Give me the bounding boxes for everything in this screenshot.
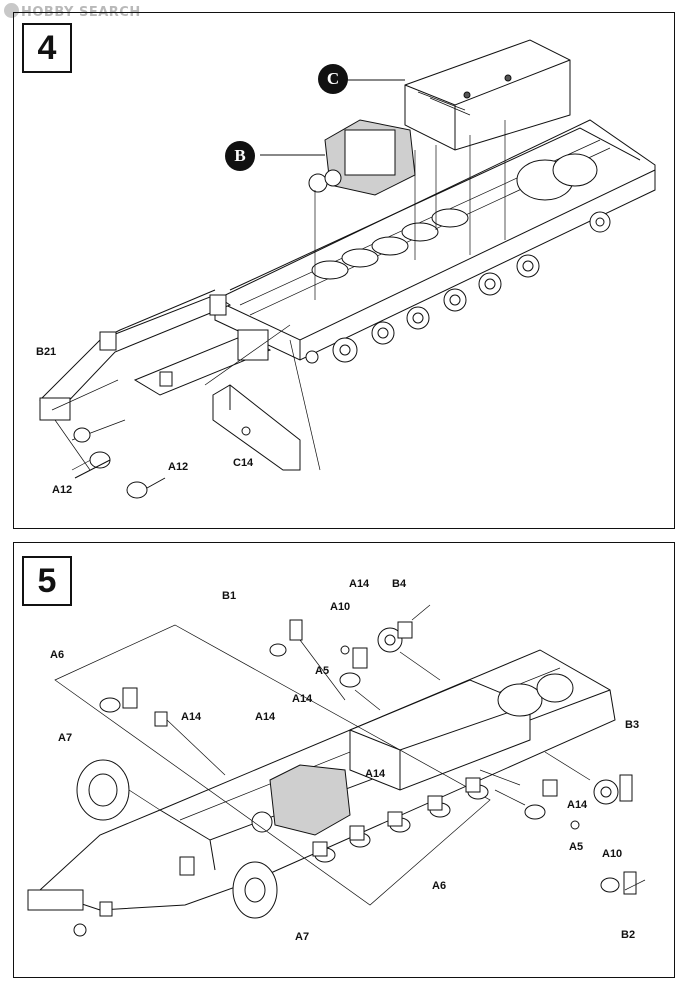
upper-exploded-parts [154,604,441,776]
label-a14-center: A14 [365,768,386,780]
label-a12-right: A12 [168,461,189,473]
suspension-arms-a6 [54,624,491,906]
wheels-a7 [76,759,278,919]
label-a10-top: A10 [330,601,351,613]
label-b1: B1 [222,590,237,602]
parts-a12-front [51,379,166,499]
assembly-leader-lines-4 [204,120,506,471]
floor-cylinders-4 [311,153,598,280]
part-b-engine [260,119,416,196]
step-5-number-box: 5 [22,556,72,606]
label-a7-bottom: A7 [295,931,310,943]
label-b4: B4 [392,578,407,590]
label-c14: C14 [233,457,254,469]
label-a5-right: A5 [569,841,584,853]
right-exploded-parts [479,751,646,895]
label-a6-bottom: A6 [432,880,447,892]
side-hubs-4 [305,211,611,364]
hobby-search-logo-icon [4,3,19,18]
step-4-panel [13,12,675,529]
label-a14-mid-2: A14 [181,711,202,723]
step-4-number: 4 [37,29,57,67]
step-4-chassis-drawing [39,39,656,499]
part-c14-plate [212,384,301,471]
label-a14-mid-3: A14 [255,711,276,723]
callout-c: C [318,64,348,94]
mounted-box-5 [251,673,574,836]
step-5-number: 5 [37,562,57,600]
label-a14-top: A14 [349,578,370,590]
step-4-number-box: 4 [22,23,72,73]
label-b3: B3 [625,719,640,731]
label-a10-right: A10 [602,848,623,860]
label-a6-left: A6 [50,649,65,661]
label-a5-top: A5 [315,665,330,677]
label-a14-mid-1: A14 [292,693,313,705]
label-b2: B2 [621,929,636,941]
part-c-box [345,39,571,151]
step-5-panel [13,542,675,978]
label-b21: B21 [36,346,57,358]
callout-b: B [225,141,255,171]
label-a14-right: A14 [567,799,588,811]
label-a7-left: A7 [58,732,73,744]
label-a12-left: A12 [52,484,73,496]
